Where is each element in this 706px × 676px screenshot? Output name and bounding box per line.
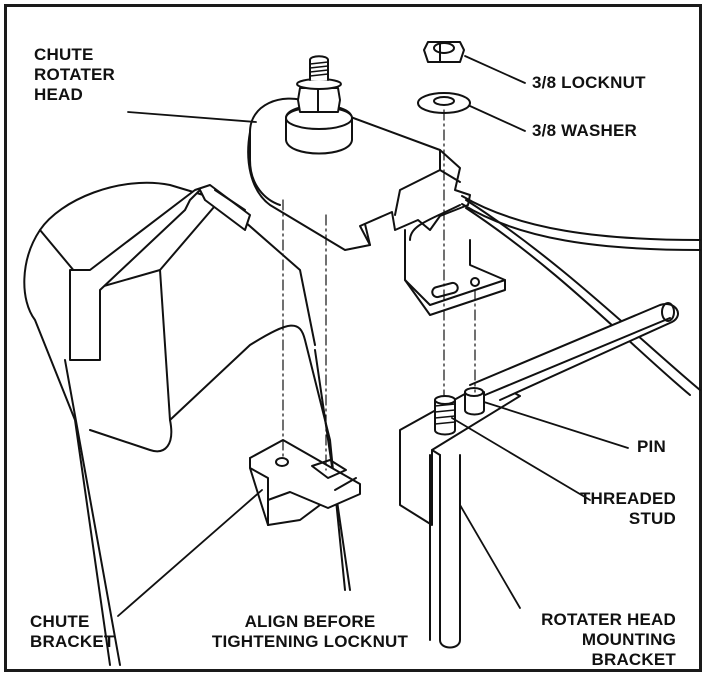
chute-bracket: [249, 439, 361, 526]
label-line: HEAD: [34, 85, 83, 104]
rotater-head: [247, 55, 471, 251]
label-washer: 3/8 WASHER: [532, 121, 637, 140]
label-chute-bracket: CHUTE BRACKET: [30, 612, 115, 652]
label-locknut: 3/8 LOCKNUT: [532, 73, 646, 92]
label-pin: PIN: [637, 437, 666, 456]
label-line: BRACKET: [591, 650, 676, 669]
cables: [409, 195, 701, 396]
locknut: [423, 41, 465, 63]
mounting-bracket: [399, 302, 679, 649]
label-align-note: ALIGN BEFORE TIGHTENING LOCKNUT: [180, 612, 440, 652]
label-line: BRACKET: [30, 632, 115, 651]
label-mounting-bracket: ROTATER HEAD MOUNTING BRACKET: [494, 610, 676, 670]
leader-lines: [117, 55, 629, 617]
label-line: THREADED: [579, 489, 676, 508]
chute-body: [23, 181, 351, 666]
label-line: TIGHTENING LOCKNUT: [211, 632, 409, 651]
alignment-lines: [282, 109, 476, 471]
label-line: MOUNTING: [581, 630, 676, 649]
label-chute-rotater-head: CHUTE ROTATER HEAD: [34, 45, 115, 105]
label-threaded-stud: THREADED STUD: [560, 489, 676, 529]
label-line: ROTATER HEAD: [541, 610, 676, 629]
label-line: CHUTE: [30, 612, 90, 631]
label-line: CHUTE: [34, 45, 94, 64]
head-sub-bracket: [404, 229, 506, 316]
label-line: ALIGN BEFORE: [244, 612, 376, 631]
label-line: STUD: [628, 509, 676, 528]
label-line: ROTATER: [34, 65, 116, 84]
